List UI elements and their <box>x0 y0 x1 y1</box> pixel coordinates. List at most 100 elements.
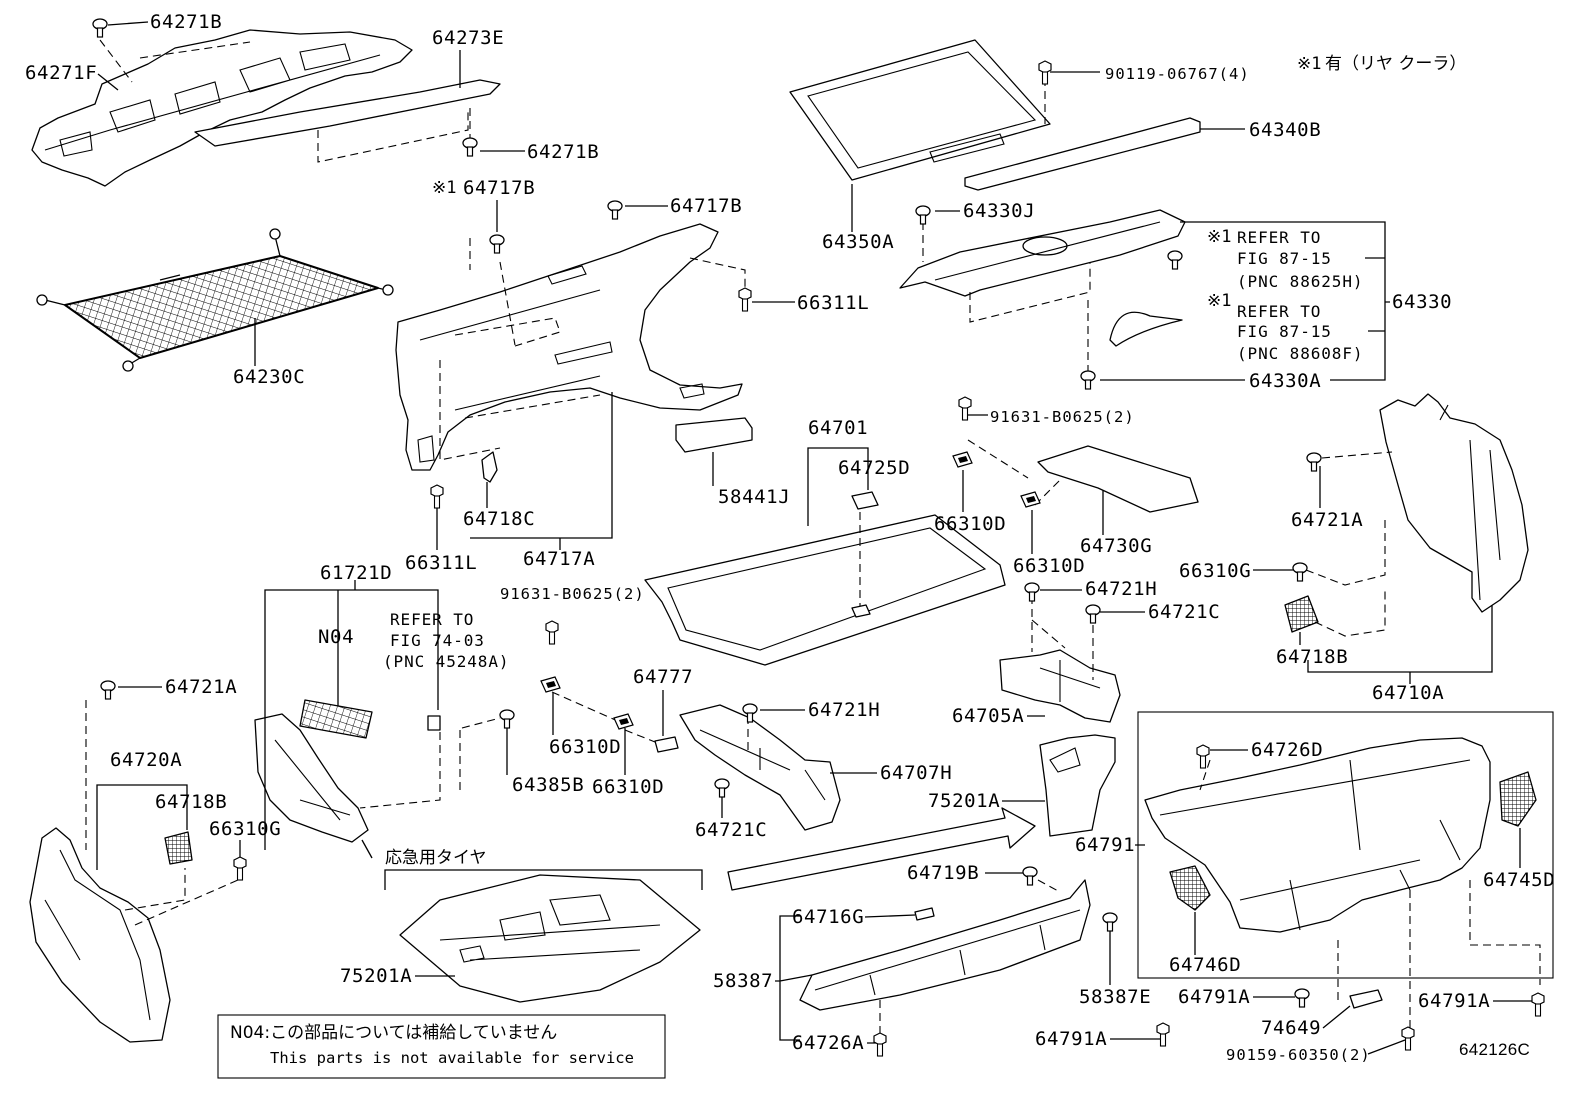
floor-mat-64701 <box>644 514 1006 666</box>
label-91631-B0625: 91631-B0625(2) <box>990 408 1135 426</box>
refer-line1: REFER TO <box>1237 302 1322 321</box>
piece-64718C <box>481 451 498 483</box>
label-64746D: 64746D <box>1169 954 1242 976</box>
note-mark: ※1 <box>432 178 457 198</box>
n04-note-box <box>217 1014 666 1079</box>
label-64791: 64791 <box>1075 834 1136 856</box>
part-64271F-panel <box>31 29 501 187</box>
label-64718B: 64718B <box>1276 646 1349 668</box>
label-64730G: 64730G <box>1080 535 1153 557</box>
quarter-trim-64720A <box>29 827 171 1043</box>
piece-64746D <box>1169 865 1211 911</box>
bracket-spare-tire <box>384 869 703 977</box>
piece-64718B-left <box>164 831 193 865</box>
cover-64730G <box>1037 445 1199 513</box>
bolt-icon <box>958 396 972 421</box>
part-64230C-cargo-net <box>36 228 394 372</box>
part-45248A <box>427 715 441 731</box>
cargo-net-mesh <box>64 255 379 359</box>
part-64717A-side-panel <box>97 21 795 550</box>
piece-64718B-right <box>1284 595 1319 633</box>
label-64721C: 64721C <box>695 819 768 841</box>
label-64721H: 64721H <box>1085 578 1158 600</box>
label-66310D: 66310D <box>549 736 622 758</box>
trim-panel-64271F <box>31 29 413 187</box>
side-panel-64717A <box>395 223 743 471</box>
strip-64273E <box>194 79 501 147</box>
label-58387E: 58387E <box>1079 986 1152 1008</box>
clip-icon <box>462 137 478 157</box>
label-66310G: 66310G <box>1179 560 1252 582</box>
part-61721D-trim <box>254 580 501 859</box>
legend-text: 有（リヤ クーラ） <box>1325 54 1467 74</box>
label-64726A: 64726A <box>792 1032 865 1054</box>
bolt-icon <box>738 287 752 312</box>
refer-line3: (PNC 88608F) <box>1237 344 1364 363</box>
part-64330-tray <box>899 209 1390 381</box>
part-64707H-bracket <box>506 690 877 831</box>
piece-74649 <box>1349 989 1383 1009</box>
clip-icon <box>1292 562 1308 582</box>
label-91631-B0625: 91631-B0625(2) <box>500 585 645 603</box>
part-75201A-pillar <box>1002 734 1116 837</box>
refer-line1: REFER TO <box>390 610 475 629</box>
pad-icon <box>1020 491 1041 508</box>
panel-58441J <box>675 417 753 453</box>
bracket-64701 <box>807 447 869 526</box>
bracket-64710A <box>1253 466 1493 684</box>
label-64340B: 64340B <box>1249 119 1322 141</box>
bolt-icon <box>233 856 247 881</box>
label-64721H: 64721H <box>808 699 881 721</box>
label-75201A: 75201A <box>340 965 413 987</box>
label-64791A: 64791A <box>1035 1028 1108 1050</box>
bracket-58387 <box>775 872 1111 1044</box>
side-trim-64710A <box>1379 393 1529 613</box>
clip-icon <box>1085 604 1101 624</box>
part-64720A-quarter-trim <box>29 686 241 1043</box>
n04-note-japanese: N04:この部品については補給していません <box>230 1023 558 1043</box>
clip-icon <box>1167 250 1183 270</box>
bracket-64330 <box>935 210 1390 381</box>
label-64720A: 64720A <box>110 749 183 771</box>
pillar-75201A <box>1039 734 1116 837</box>
part-75201A-spare-tray <box>384 869 703 1003</box>
refer-line2: FIG 87-15 <box>1237 249 1332 268</box>
label-64717B: 64717B <box>670 195 743 217</box>
label-64791A: 64791A <box>1178 986 1251 1008</box>
figure-id: 642126C <box>1459 1040 1531 1059</box>
label-64330: 64330 <box>1392 291 1453 313</box>
label-64777: 64777 <box>633 666 694 688</box>
label-64330A: 64330A <box>1249 370 1322 392</box>
label-64330J: 64330J <box>963 200 1036 222</box>
part-64710A-side-trim <box>1253 393 1529 684</box>
label-58441J: 58441J <box>718 486 791 508</box>
spare-tray-75201A <box>399 874 701 1003</box>
bolt-icon <box>545 620 559 645</box>
label-64701: 64701 <box>808 417 869 439</box>
part-64716G-sill <box>775 872 1111 1044</box>
label-64707H: 64707H <box>880 762 953 784</box>
bolt-icon <box>1156 1022 1170 1047</box>
part-64340B-bar <box>964 71 1245 191</box>
label-64716G: 64716G <box>792 906 865 928</box>
bolt-icon <box>1531 992 1545 1017</box>
label-64273E: 64273E <box>432 27 505 49</box>
pad-icon <box>540 676 561 693</box>
bolt-icon <box>1038 60 1052 85</box>
label-66310D: 66310D <box>1013 555 1086 577</box>
label-58387: 58387 <box>713 970 774 992</box>
piece-64745D <box>1499 771 1537 827</box>
dashed-lines-top-left <box>99 39 471 163</box>
n04-note-english: This parts is not available for service <box>270 1049 634 1067</box>
clip-icon <box>1080 370 1096 390</box>
label-90159-60350: 90159-60350(2) <box>1226 1046 1371 1064</box>
label-90119-06767: 90119-06767(4) <box>1105 65 1250 83</box>
label-64745D: 64745D <box>1483 869 1556 891</box>
label-64717B: 64717B <box>463 177 536 199</box>
bolt-icon <box>1401 1026 1415 1051</box>
refer-line1: REFER TO <box>1237 228 1322 247</box>
clip-icon <box>499 709 515 729</box>
part-64705A-bracket <box>999 589 1145 723</box>
label-64721C: 64721C <box>1148 601 1221 623</box>
